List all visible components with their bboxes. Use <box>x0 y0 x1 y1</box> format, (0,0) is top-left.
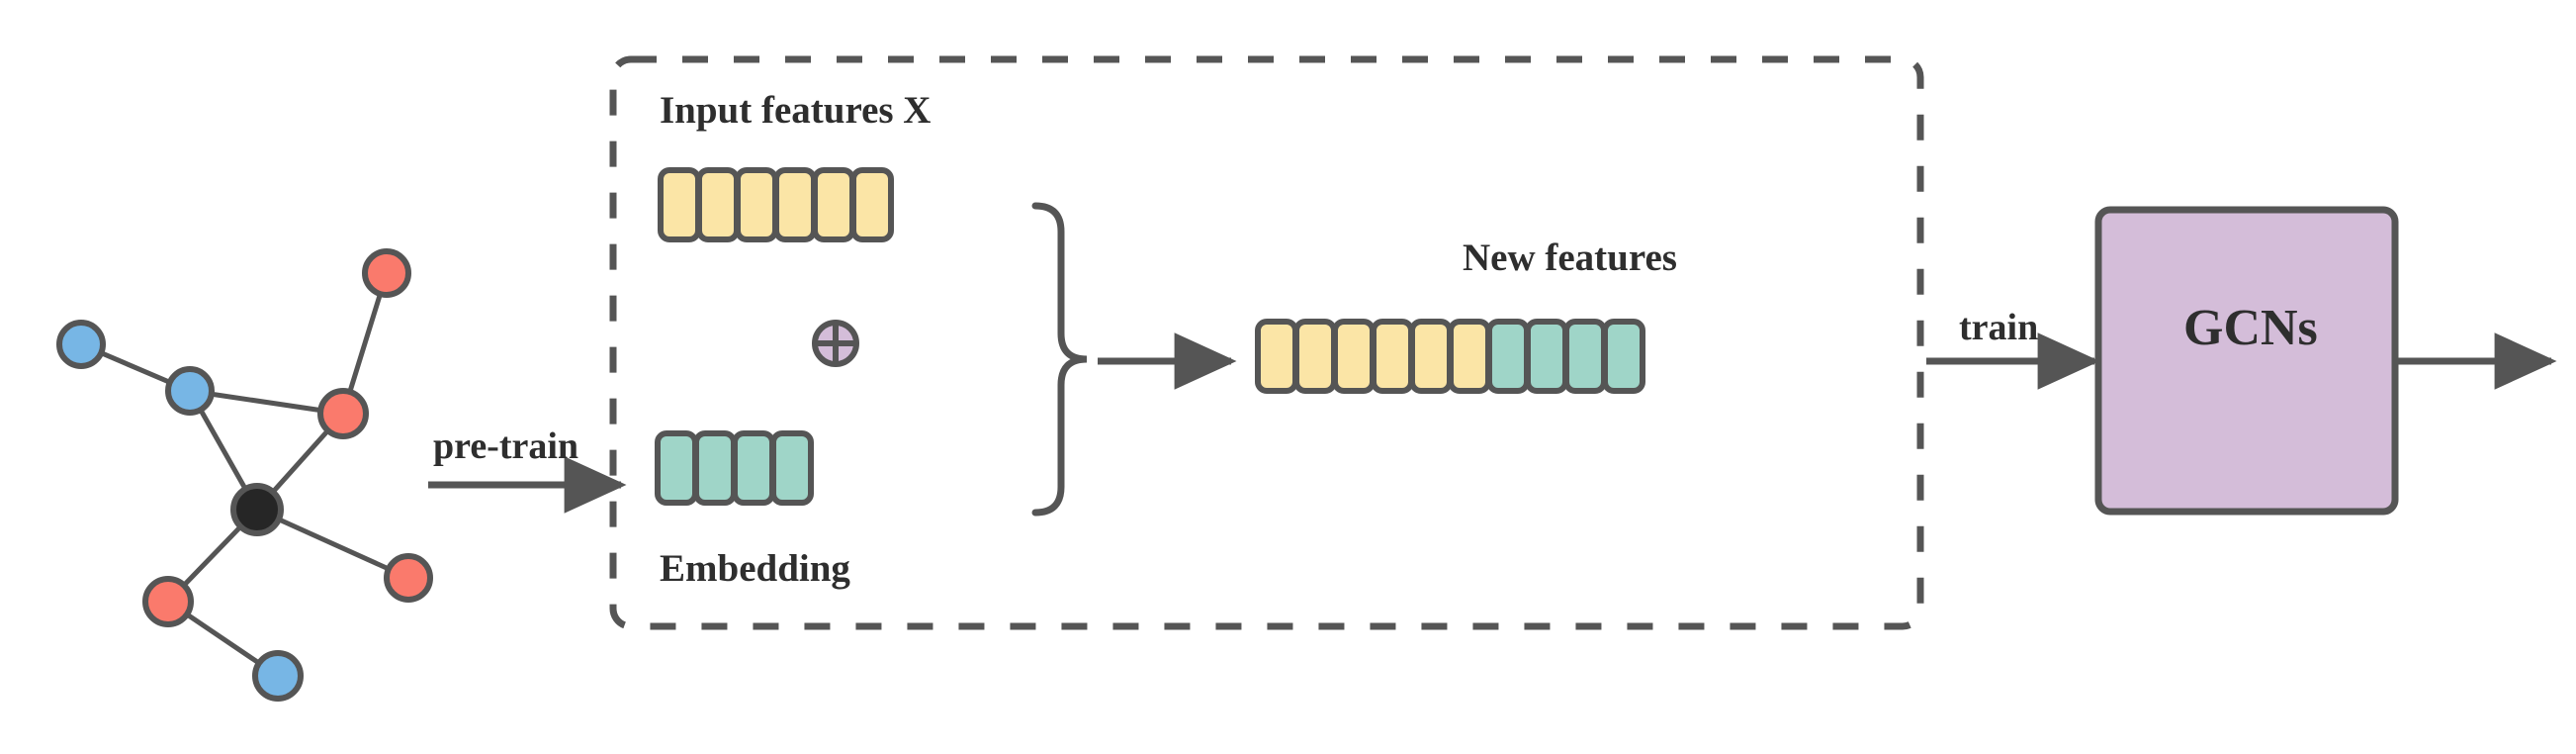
feature-cell-teal[interactable] <box>1525 319 1568 394</box>
embedding-label: Embedding <box>660 547 850 590</box>
feature-cell-teal[interactable] <box>1486 319 1530 394</box>
feature-cell-yellow[interactable] <box>696 167 740 242</box>
feature-cell-teal[interactable] <box>1602 319 1645 394</box>
graph-node-red[interactable] <box>362 248 411 298</box>
feature-cell-teal[interactable] <box>770 430 814 506</box>
input-features-row <box>658 167 894 242</box>
graph-node-blue[interactable] <box>165 366 215 416</box>
feature-cell-yellow[interactable] <box>850 167 894 242</box>
brace-path <box>1031 202 1088 517</box>
feature-cell-yellow[interactable] <box>1409 319 1453 394</box>
feature-cell-teal[interactable] <box>1563 319 1607 394</box>
feature-cell-yellow[interactable] <box>658 167 701 242</box>
feature-cell-yellow[interactable] <box>773 167 817 242</box>
train-label: train <box>1959 307 2039 348</box>
feature-cell-yellow[interactable] <box>1293 319 1337 394</box>
feature-cell-yellow[interactable] <box>1255 319 1298 394</box>
graph-edges <box>78 270 411 679</box>
graph-nodes <box>56 248 433 702</box>
merge-brace <box>1031 202 1088 517</box>
feature-cell-teal[interactable] <box>655 430 698 506</box>
graph-node-red[interactable] <box>317 388 369 439</box>
graph-node-red[interactable] <box>384 553 433 603</box>
graph-edge <box>187 388 346 417</box>
graph-node-red[interactable] <box>142 576 194 627</box>
dashed-border <box>609 55 1924 630</box>
new-features-label: New features <box>1463 236 1677 279</box>
graph-edge <box>254 507 411 581</box>
graph-node-blue[interactable] <box>252 650 304 702</box>
feature-cell-teal[interactable] <box>732 430 775 506</box>
feature-cell-teal[interactable] <box>693 430 737 506</box>
arrows <box>428 332 2557 514</box>
embedding-row <box>655 430 814 506</box>
gcns-label: GCNs <box>2183 300 2318 356</box>
feature-cell-yellow[interactable] <box>1332 319 1376 394</box>
feature-cell-yellow[interactable] <box>1448 319 1491 394</box>
graph-node-black[interactable] <box>230 483 284 536</box>
gcns-rect[interactable] <box>2094 206 2399 516</box>
feature-cell-yellow[interactable] <box>1371 319 1414 394</box>
pre-train-label: pre-train <box>433 425 579 467</box>
graph-node-blue[interactable] <box>56 320 106 369</box>
new-features-row <box>1255 319 1645 394</box>
pretrain-dashed-container <box>609 55 1924 630</box>
gcns-box <box>2094 206 2399 516</box>
plus-in-circle-icon <box>812 320 859 367</box>
feature-cell-yellow[interactable] <box>735 167 778 242</box>
feature-cell-yellow[interactable] <box>812 167 855 242</box>
input-features-label: Input features X <box>660 89 932 132</box>
